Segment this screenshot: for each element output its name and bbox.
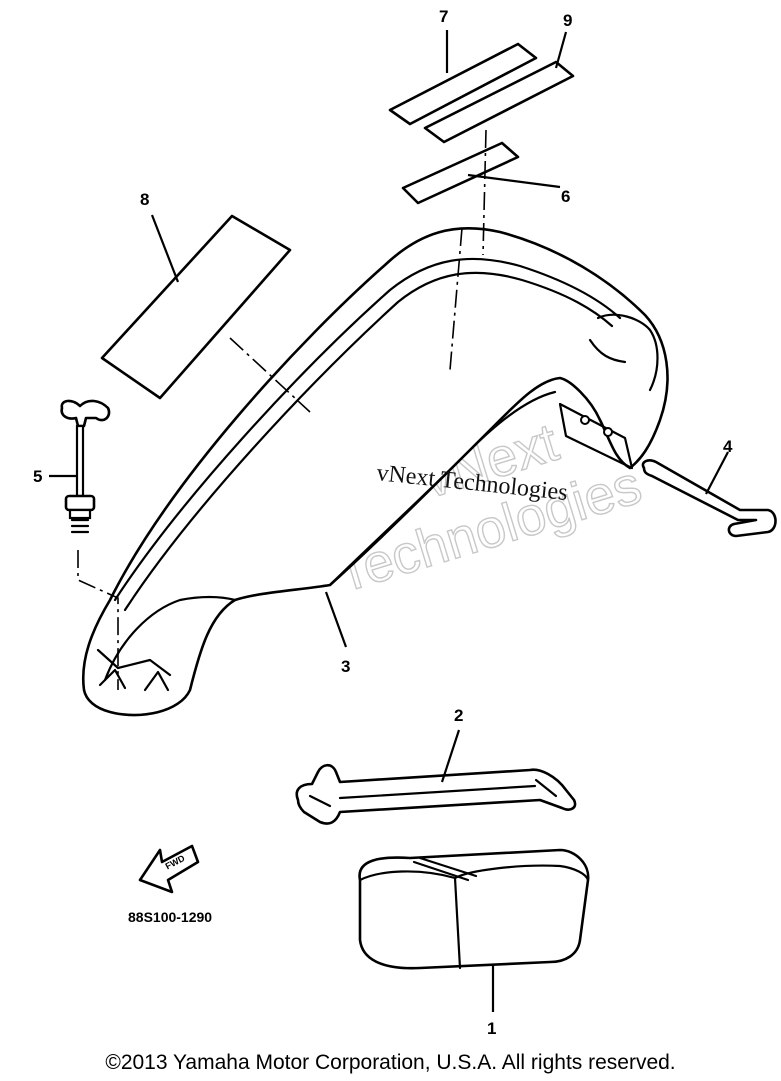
figure-code: 88S100-1290	[128, 909, 212, 925]
callout-6: 6	[561, 187, 570, 206]
decal-part-7	[388, 42, 538, 126]
leader-lines	[49, 30, 729, 1012]
decal-part-6	[401, 141, 520, 205]
battery-cover-part-3	[81, 226, 669, 717]
callout-7: 7	[439, 7, 448, 26]
callout-1: 1	[487, 1019, 496, 1038]
callout-5: 5	[33, 467, 42, 486]
callouts: 7 9 6 8 5 4 3 2 1	[33, 7, 733, 1038]
fwd-arrow-icon: FWD	[138, 844, 200, 894]
hook-rod-part-4	[641, 459, 777, 538]
wing-bolt-part-5	[60, 399, 111, 534]
callout-9: 9	[563, 11, 572, 30]
decal-part-8	[100, 214, 292, 400]
callout-3: 3	[341, 657, 350, 676]
battery-strap-part-2	[295, 763, 577, 825]
assembly-lines	[77, 129, 487, 690]
battery-part-1	[358, 848, 590, 970]
copyright-notice: ©2013 Yamaha Motor Corporation, U.S.A. A…	[105, 1051, 676, 1074]
callout-2: 2	[454, 706, 463, 725]
callout-4: 4	[723, 437, 733, 456]
callout-8: 8	[140, 190, 149, 209]
decal-part-9	[423, 60, 575, 144]
